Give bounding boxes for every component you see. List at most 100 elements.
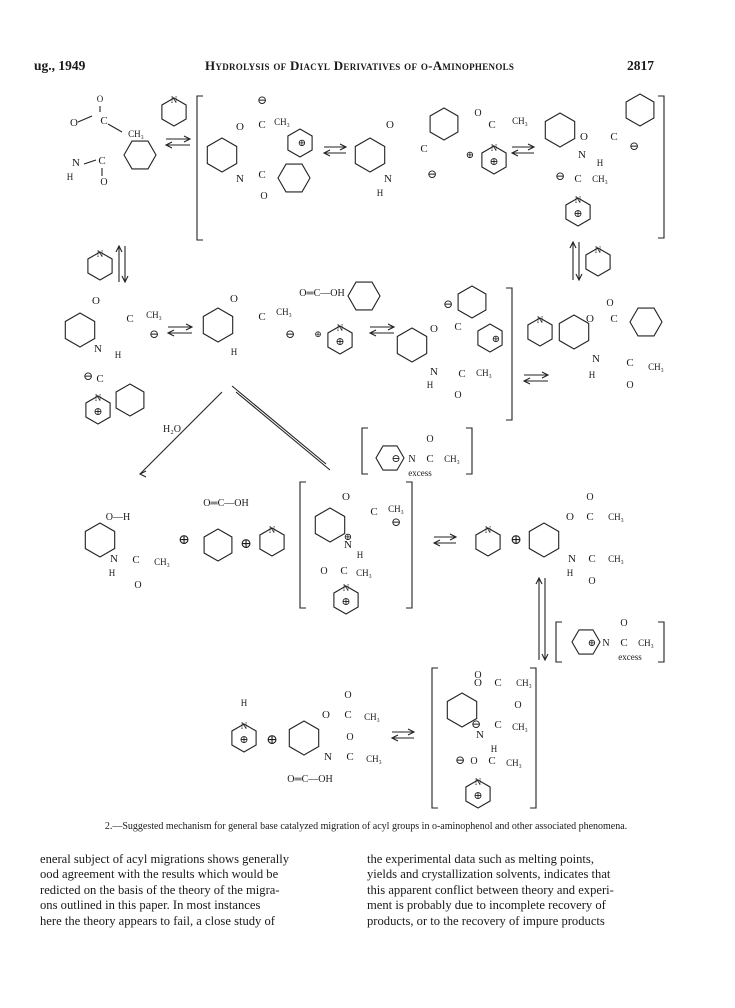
atom-label: C	[586, 511, 593, 523]
atom-label: CH₃	[608, 554, 624, 564]
atom-label: H	[115, 350, 122, 360]
atom-label: O	[386, 119, 394, 131]
atom-label: C	[100, 115, 107, 127]
atom-label: H	[427, 380, 434, 390]
atom-label: O	[230, 293, 238, 305]
charge-sign: ⊖	[285, 327, 295, 341]
atom-label: O═C—OH	[287, 774, 332, 785]
charge-sign: ⊖	[455, 753, 465, 767]
atom-label: N	[94, 343, 102, 355]
cyclohexyl-ring	[457, 285, 487, 319]
arrow-head	[138, 470, 147, 478]
pyridine-ring	[465, 779, 491, 809]
benzene-ring	[84, 522, 116, 558]
atom-label: CH₃	[274, 117, 290, 127]
text-line: here the theory appears to fail, a close…	[40, 913, 275, 928]
atom-label: C	[454, 321, 461, 333]
benzene-ring	[558, 314, 590, 350]
bond	[77, 115, 93, 123]
arrow-head	[575, 273, 583, 282]
atom-label: O	[454, 390, 461, 401]
pyridine-ring	[481, 145, 507, 175]
atom-label: O	[236, 121, 244, 133]
atom-label: C	[494, 677, 501, 689]
atom-label: C	[574, 173, 581, 185]
charge-sign: ⊖	[443, 297, 453, 311]
benzene-ring	[544, 112, 576, 148]
figure-caption: 2.—Suggested mechanism for general base …	[104, 821, 628, 832]
atom-label: C	[626, 357, 633, 369]
cyclohexyl-ring	[347, 281, 381, 311]
reagent-label: H₂O	[163, 424, 181, 435]
atom-label: C	[258, 169, 265, 181]
arrow-head	[522, 377, 531, 385]
charge-sign: ⊕	[473, 790, 482, 802]
pyridine-ring	[287, 128, 313, 158]
pyridine-ring	[571, 629, 601, 655]
atom-label: N	[384, 173, 392, 185]
bracket-right	[658, 621, 665, 663]
page-number: 2817	[627, 58, 654, 73]
charge-sign: ⊕	[239, 734, 248, 746]
benzene-ring	[314, 507, 346, 543]
atom-label: C	[458, 368, 465, 380]
excess-label: excess	[618, 652, 642, 662]
pyridine-ring	[87, 251, 113, 281]
cyclohexyl-ring	[429, 107, 459, 141]
text-line: the experimental data such as melting po…	[367, 852, 594, 866]
atom-label: N	[324, 751, 332, 763]
charge-sign: ⊕	[93, 406, 102, 418]
arrow-head	[541, 371, 550, 379]
benzene-ring	[202, 307, 234, 343]
atom-label: C	[426, 453, 433, 465]
atom-label: O—H	[106, 512, 130, 523]
atom-label: O	[586, 313, 594, 325]
atom-label: O	[514, 700, 521, 711]
atom-label: H	[597, 158, 604, 168]
atom-label: O	[586, 492, 593, 503]
arrow-head	[432, 539, 441, 547]
charge-sign: ⊕	[335, 336, 344, 348]
charge-sign: ⊕	[489, 156, 498, 168]
bracket-left	[299, 481, 306, 609]
atom-label: CH₃	[608, 512, 624, 522]
charge-sign: ⊕	[344, 532, 352, 543]
atom-label: CH₃	[516, 678, 532, 688]
nitrogen-atom: N	[269, 525, 276, 535]
text-line: ood agreement with the results which wou…	[40, 867, 279, 882]
atom-label: O	[100, 177, 107, 188]
atom-label: CH₃	[128, 129, 144, 139]
plus-sign: ⊕	[510, 533, 522, 548]
atom-label: C	[420, 143, 427, 155]
atom-label: C	[588, 553, 595, 565]
arrow-head	[339, 143, 348, 151]
charge-sign: ⊕	[588, 638, 596, 649]
atom-label: O	[474, 670, 481, 681]
arrow-head	[535, 576, 543, 585]
pyridine-ring	[161, 97, 187, 127]
atom-label: O	[97, 94, 104, 104]
arrow-head	[121, 275, 129, 284]
atom-label: C	[132, 554, 139, 566]
pyridine-ring	[85, 395, 111, 425]
bracket-right	[658, 95, 665, 239]
atom-label: C	[346, 751, 353, 763]
benzene-ring	[288, 720, 320, 756]
atom-label: O	[620, 618, 627, 629]
nitrogen-atom: N	[97, 249, 104, 259]
atom-label: N	[430, 366, 438, 378]
atom-label: N	[72, 157, 80, 169]
text-line: ons outlined in this paper. In most inst…	[40, 898, 261, 913]
atom-label: N	[568, 553, 576, 565]
atom-label: C	[258, 311, 265, 323]
atom-label: O	[134, 580, 141, 591]
atom-label: C	[488, 755, 495, 767]
atom-label: C	[620, 637, 627, 649]
benzene-ring	[354, 137, 386, 173]
bracket-right	[530, 667, 537, 809]
bracket-left	[361, 427, 368, 475]
atom-label: CH₃	[146, 310, 162, 320]
equilibrium-arrow	[231, 385, 327, 465]
text-line: this apparent conflict between theory an…	[367, 882, 614, 897]
atom-label: O	[342, 491, 350, 503]
